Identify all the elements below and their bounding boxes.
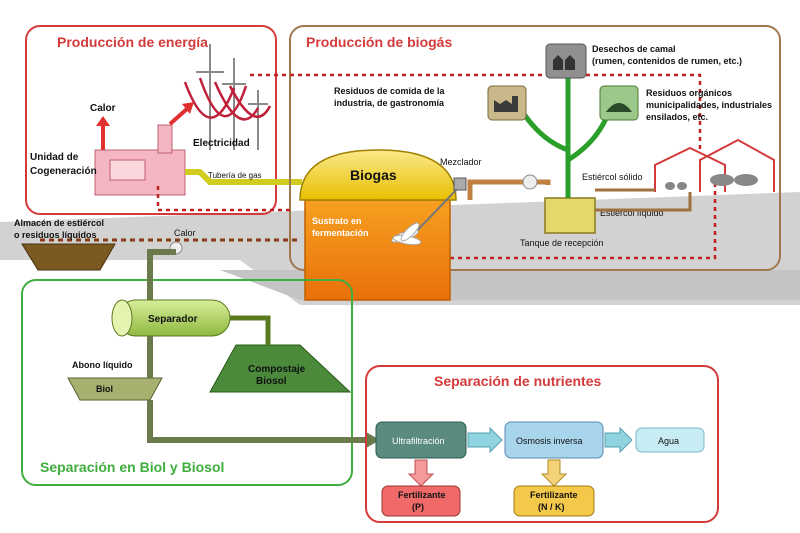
biogas-section-title: Producción de biogás [306, 34, 452, 50]
water-box [635, 427, 705, 453]
liquid-manure-label: Estiércol líquido [600, 208, 664, 218]
fertilizer-nk-label: Fertilizante(N / K) [530, 490, 578, 512]
arrow-ro-water [604, 426, 633, 454]
mixer-label: Mezclador [440, 157, 482, 167]
digestate-pipe [147, 249, 176, 300]
electricity-label: Electricidad [193, 138, 250, 149]
nutrients-section-frame [365, 365, 719, 523]
water-label: Agua [658, 436, 679, 446]
power-lines [183, 77, 272, 121]
digester-tank [304, 199, 451, 301]
fertilizer-p-box [381, 485, 461, 517]
calor-bottom-label: Calor [174, 228, 196, 238]
ultrafiltration-box [375, 421, 467, 459]
arrow-ro-nk [540, 459, 568, 487]
fertilizer-nk-box [513, 485, 595, 517]
ultrafiltration-label: Ultrafiltración [392, 436, 445, 446]
energy-section-frame [25, 25, 277, 215]
arrow-uf-p [407, 459, 435, 487]
biogas-dome-label: Biogas [350, 167, 397, 183]
reception-tank [544, 197, 596, 234]
compost-pile [209, 344, 352, 393]
feed-pump [522, 174, 538, 190]
nutrients-section-title: Separación de nutrientes [434, 373, 601, 389]
pylon-icon [196, 44, 268, 150]
solid-manure-label: Estiércol sólido [582, 172, 643, 182]
calor-top-label: Calor [90, 103, 116, 114]
osmosis-label: Osmosis inversa [516, 436, 583, 446]
stable-icon [654, 138, 775, 192]
input-stem [517, 78, 613, 198]
feed-pipe [467, 179, 551, 200]
energy-section-title: Producción de energía [57, 34, 208, 50]
biol-section-title: Separación en Biol y Biosol [40, 459, 224, 475]
biol-section-frame [21, 279, 353, 486]
gas-pipe-label: Tubería de gas [208, 171, 262, 180]
arrow-uf-ro [467, 426, 503, 454]
mixer-blades [391, 222, 422, 246]
biogas-dome [299, 149, 457, 201]
storage-basin [21, 243, 116, 271]
electricity-arrow [168, 106, 190, 126]
compost-pipe [230, 315, 271, 345]
mixer-shaft [409, 185, 461, 239]
manure-pipe [595, 192, 692, 212]
biogas-section-frame [289, 25, 781, 271]
animals [665, 174, 758, 190]
nutrient-pipe [147, 400, 372, 443]
slaughterhouse-icon [545, 43, 587, 79]
landfill-icon [599, 85, 639, 121]
biol-basin [67, 377, 163, 401]
gas-pipe [185, 169, 302, 185]
mixer-motor [453, 177, 467, 191]
energy-loop-lines [156, 73, 717, 260]
factory-icon [487, 85, 527, 121]
fertilizer-p-label: Fertilizante(P) [398, 490, 446, 512]
reception-tank-label: Tanque de recepción [520, 238, 604, 248]
slaughter-waste-label: Desechos de camal(rumen, contenidos de r… [592, 44, 742, 66]
separator-label: Separador [148, 314, 198, 325]
osmosis-box [504, 421, 604, 459]
